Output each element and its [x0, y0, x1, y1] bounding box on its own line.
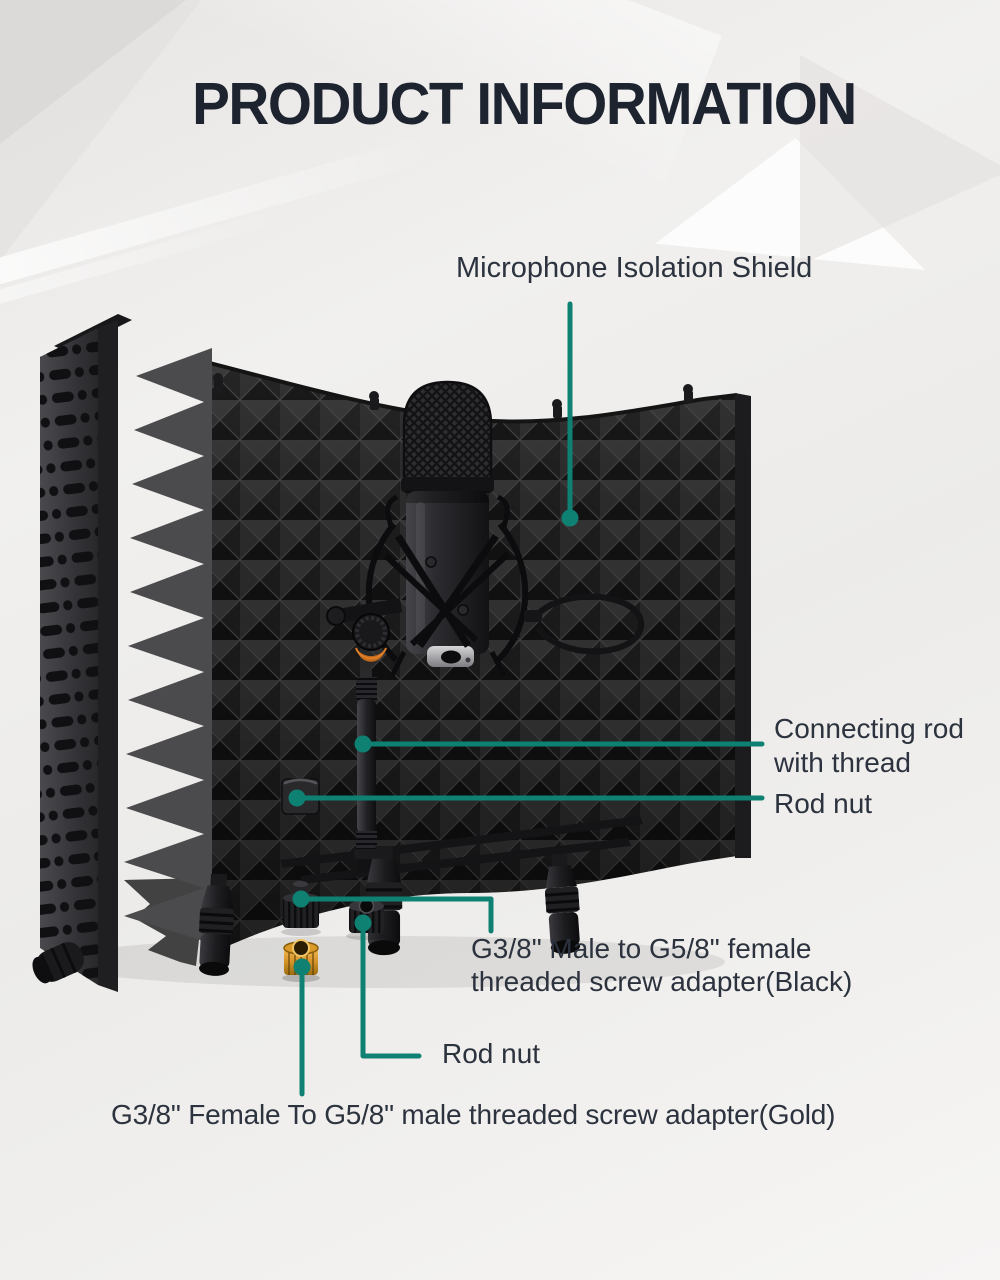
product-illustration [32, 301, 765, 1097]
right-panel-edge [735, 393, 751, 858]
adapter-black-male [281, 881, 321, 936]
callout-line-rod-nut-bottom [354, 914, 422, 1059]
label-rod-nut-bottom: Rod nut [442, 1038, 541, 1069]
callout-line-adapter-gold [293, 958, 311, 1097]
panel-screws [213, 373, 693, 418]
foam-side-profile [124, 348, 212, 950]
label-adapter-black: G3/8" Male to G5/8" female threaded scre… [471, 932, 852, 998]
page-title: PRODUCT INFORMATION [192, 71, 857, 137]
callout-line-adapter-black [292, 890, 494, 934]
label-connecting-rod: Connecting rod with thread [774, 712, 964, 780]
panel-foot [32, 942, 84, 984]
label-connecting-rod-line2: with thread [774, 747, 911, 778]
label-rod-nut-right: Rod nut [774, 788, 873, 819]
label-isolation-shield: Microphone Isolation Shield [456, 252, 813, 284]
callout-line-shield [561, 301, 579, 527]
callout-line-rod-nut-right [288, 789, 765, 807]
mount-clamp [326, 598, 402, 662]
microphone [326, 380, 645, 678]
callout-lines [288, 301, 765, 1097]
label-adapter-black-line1: G3/8" Male to G5/8" female [471, 933, 812, 964]
callout-line-connecting-rod [354, 735, 765, 753]
label-adapter-gold: G3/8" Female To G5/8" male threaded scre… [111, 1099, 836, 1130]
left-vented-panel [32, 314, 132, 992]
label-adapter-black-line2: threaded screw adapter(Black) [471, 966, 853, 997]
shock-mount [365, 494, 645, 678]
label-connecting-rod-line1: Connecting rod [774, 713, 964, 744]
